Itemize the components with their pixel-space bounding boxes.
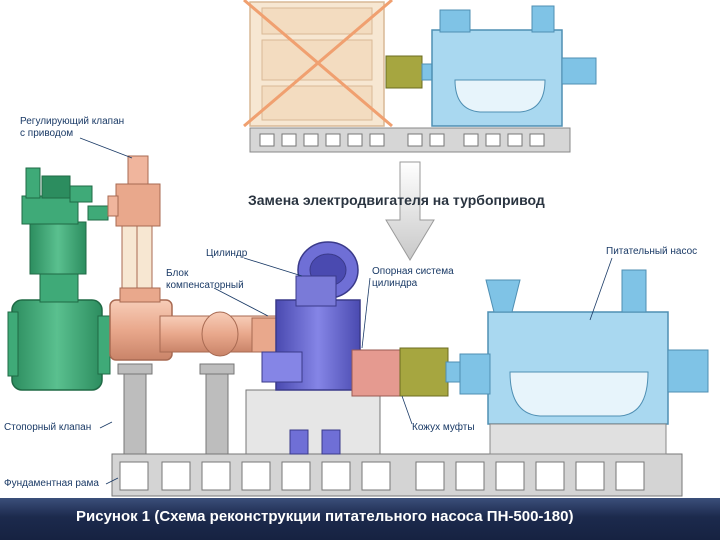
label-line: цилиндра: [372, 278, 418, 289]
stop-valve-label: Стопорный клапан: [4, 422, 92, 433]
figure-caption: Рисунок 1 (Схема реконструкции питательн…: [76, 508, 574, 525]
label-line: Блок: [166, 268, 189, 279]
top-coupling: [385, 55, 423, 89]
support-and-coupling: [351, 347, 461, 397]
coupling-cover: [399, 347, 449, 397]
cylinder-support-system: [245, 389, 381, 455]
replacement-arrow: [385, 161, 435, 261]
steam-pipe: [159, 311, 283, 357]
regulating-valve-label: Регулирующий клапан с приводом: [20, 116, 124, 140]
compensator-block: [201, 311, 239, 357]
electric-motor: [243, 0, 393, 128]
caption-bar: [0, 498, 720, 540]
foundation-frame-label: Фундаментная рама: [4, 478, 99, 489]
replacement-title: Замена электродвигателя на турбопривод: [248, 192, 545, 208]
top-frame-holes: [259, 133, 545, 147]
label-line: Регулирующий клапан: [20, 116, 125, 127]
compensator-label: Блок компенсаторный: [166, 268, 244, 292]
label-line: Опорная система: [372, 266, 454, 277]
support-system-label: Опорная система цилиндра: [372, 266, 454, 290]
leader-lines: [79, 137, 613, 485]
cross-line: [243, 0, 393, 128]
foundation-frame: [111, 453, 683, 497]
cylinder-label: Цилиндр: [206, 248, 248, 259]
turbine-cylinder: [245, 241, 381, 455]
original-pump-unit: [243, 0, 597, 153]
label-line: с приводом: [20, 128, 74, 139]
support-legs: [117, 363, 235, 455]
top-feed-pump: [431, 5, 597, 127]
stop-valve: [7, 167, 111, 391]
regulating-valve: [107, 155, 173, 361]
coupling-cover-label: Кожух муфты: [412, 422, 475, 433]
feed-pump-label: Питательный насос: [606, 246, 698, 257]
label-line: компенсаторный: [166, 280, 244, 291]
feed-pump: [459, 269, 709, 455]
